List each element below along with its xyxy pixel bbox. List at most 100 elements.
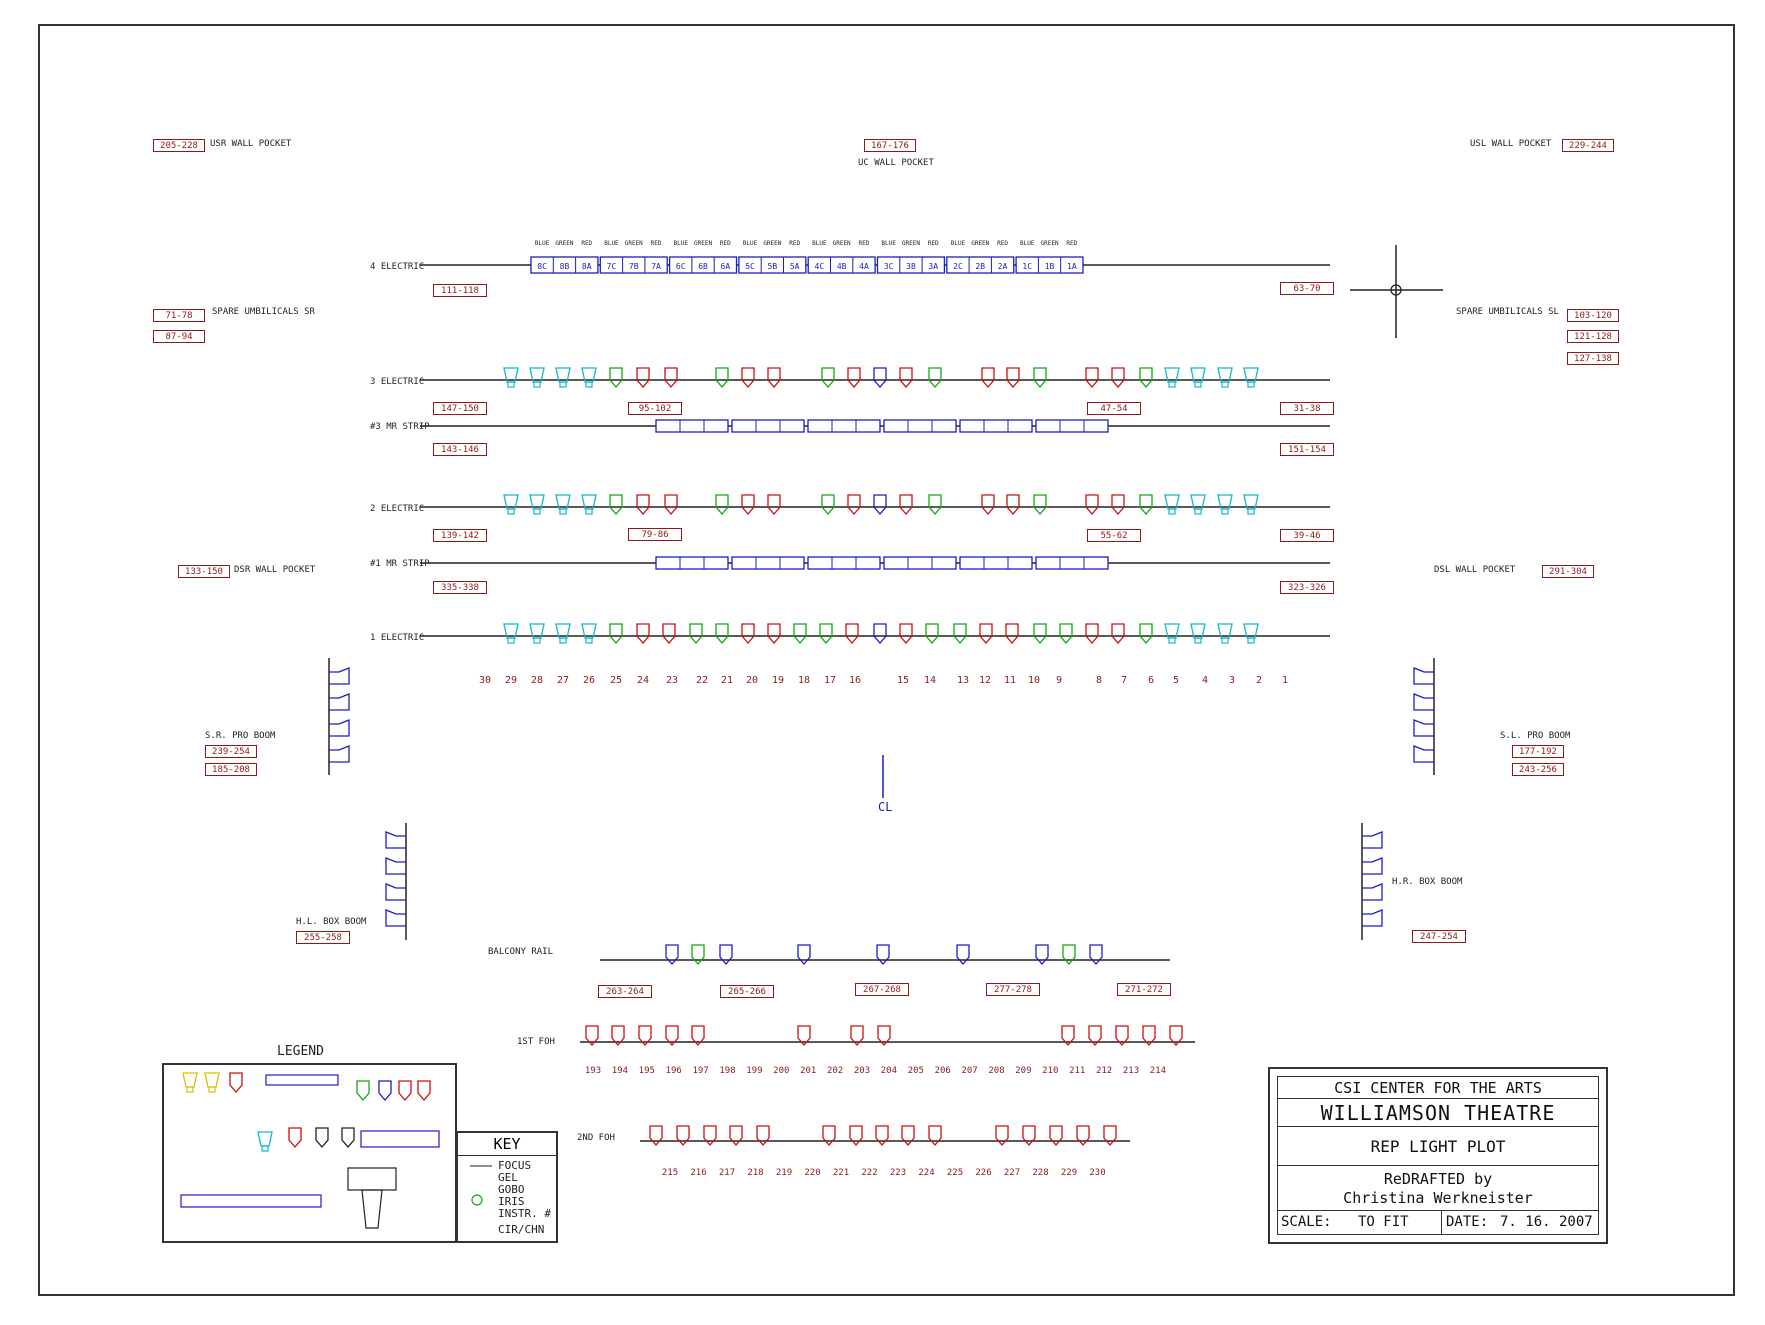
dsl-wall-pocket-label: DSL WALL POCKET <box>1434 565 1516 575</box>
dsr-wall-pocket-circuit: 133-150 <box>178 565 230 578</box>
e3-unit <box>715 367 729 388</box>
legend-strip-light <box>180 1194 322 1208</box>
key-instr-glyph <box>471 1194 483 1206</box>
e1-unit <box>767 623 781 644</box>
key-box: KEY FOCUS GEL GOBO IRIS INSTR. # CIR/CHN <box>456 1131 558 1243</box>
e3-unit <box>1243 367 1259 383</box>
e1-unit <box>636 623 650 644</box>
foh1-position-number: 199 <box>746 1066 762 1076</box>
e2-unit <box>715 494 729 515</box>
mr3-strip-segment <box>731 419 805 433</box>
e1-position-number: 26 <box>583 675 595 686</box>
cyc-cell-label: 8A <box>582 262 592 271</box>
e1-unit-base <box>1247 637 1255 644</box>
foh1-position-number: 204 <box>881 1066 897 1076</box>
key-item-gobo: GOBO <box>498 1183 525 1196</box>
e1-unit <box>1059 623 1073 644</box>
date-divider <box>1441 1211 1442 1234</box>
foh2-position-number: 216 <box>690 1168 706 1178</box>
e2-unit-base <box>1194 508 1202 515</box>
e1-unit-base <box>585 637 593 644</box>
cyc-color-label: BLUE <box>951 240 966 247</box>
e3-unit <box>1111 367 1125 388</box>
foh2-unit <box>756 1125 770 1146</box>
e2-mid-circuit-2: 55-62 <box>1087 529 1141 542</box>
e1-position-number: 13 <box>957 675 969 686</box>
e3-unit-base <box>507 381 515 388</box>
foh2-unit <box>1103 1125 1117 1146</box>
foh1-position-number: 201 <box>800 1066 816 1076</box>
spare-sl-circuit-3: 127-138 <box>1567 352 1619 365</box>
foh1-unit <box>1088 1025 1102 1046</box>
foh1-unit <box>665 1025 679 1046</box>
e2-unit <box>664 494 678 515</box>
mr1-right-circuit: 323-326 <box>1280 581 1334 594</box>
title-plot-name: REP LIGHT PLOT <box>1277 1126 1599 1166</box>
e1-unit <box>793 623 807 644</box>
cyc-color-label: RED <box>720 240 731 247</box>
dsl-wall-pocket-circuit: 291-304 <box>1542 565 1594 578</box>
cyc-color-label: BLUE <box>535 240 550 247</box>
e2-unit <box>873 494 887 515</box>
e1-position-number: 17 <box>824 675 836 686</box>
e2-unit <box>847 494 861 515</box>
foh1-position-number: 203 <box>854 1066 870 1076</box>
e1-unit <box>529 623 545 639</box>
cyc-cell-label: 3C <box>884 262 894 271</box>
title-scale-date: SCALE: TO FIT DATE: 7. 16. 2007 <box>1277 1210 1599 1235</box>
title-venue: WILLIAMSON THEATRE <box>1277 1098 1599 1127</box>
foh2-unit <box>703 1125 717 1146</box>
e1-unit-base <box>1168 637 1176 644</box>
legend-scoop <box>288 1127 302 1148</box>
legend-ellip-red-2 <box>417 1080 431 1101</box>
e2-unit <box>636 494 650 515</box>
foh2-position-number: 230 <box>1089 1168 1105 1178</box>
hr-box-boom-label: H.R. BOX BOOM <box>1392 877 1463 887</box>
foh2-unit <box>1022 1125 1036 1146</box>
mr1-strip-segment <box>807 556 881 570</box>
legend-title: LEGEND <box>277 1044 324 1059</box>
legend-mr-strip <box>265 1074 339 1086</box>
key-item-focus: FOCUS <box>498 1159 532 1172</box>
cyc-color-label: GREEN <box>555 240 573 247</box>
sr-pro-boom-unit <box>329 719 350 737</box>
usr-wall-pocket-label: USR WALL POCKET <box>210 139 292 149</box>
balcony-unit <box>956 944 970 965</box>
cyc-color-label: GREEN <box>625 240 643 247</box>
legend-ellip-blue <box>378 1080 392 1101</box>
balcony-unit <box>1089 944 1103 965</box>
e1-position-number: 11 <box>1004 675 1016 686</box>
mr3-strip-segment <box>655 419 729 433</box>
foh1-unit <box>877 1025 891 1046</box>
e1-unit <box>1164 623 1180 639</box>
spare-sl-circuit-1: 103-120 <box>1567 309 1619 322</box>
e3-unit <box>928 367 942 388</box>
cyc-color-label: GREEN <box>763 240 781 247</box>
e1-unit <box>819 623 833 644</box>
sr-pro-boom-unit <box>329 667 350 685</box>
foh2-position-number: 222 <box>861 1168 877 1178</box>
mr1-strip-segment <box>731 556 805 570</box>
sl-pro-boom-unit <box>1413 693 1434 711</box>
e2-unit <box>741 494 755 515</box>
e1-unit <box>1217 623 1233 639</box>
hl-box-boom-label: H.L. BOX BOOM <box>296 917 367 927</box>
foh1-unit <box>1115 1025 1129 1046</box>
legend-par-unit-base <box>208 1086 216 1093</box>
drafted-line-1: ReDRAFTED by <box>1383 1170 1493 1188</box>
cyc-cell-label: 4A <box>859 262 869 271</box>
cyc-color-label: GREEN <box>833 240 851 247</box>
mr1-left-circuit: 335-338 <box>433 581 487 594</box>
spare-sr-circuit-1: 71-78 <box>153 309 205 322</box>
e2-unit <box>767 494 781 515</box>
e3-unit <box>529 367 545 383</box>
cyc-cell-label: 1A <box>1067 262 1077 271</box>
balcony-rail-label: BALCONY RAIL <box>488 947 554 957</box>
key-item-iris: IRIS <box>498 1195 525 1208</box>
cyc-cell-label: 4C <box>815 262 825 271</box>
e1-position-number: 16 <box>849 675 861 686</box>
e4-left-circuit: 111-118 <box>433 284 487 297</box>
sr-pro-boom-label: S.R. PRO BOOM <box>205 731 276 741</box>
balcony-circuit-2: 265-266 <box>720 985 774 998</box>
cyc-color-label: RED <box>928 240 939 247</box>
